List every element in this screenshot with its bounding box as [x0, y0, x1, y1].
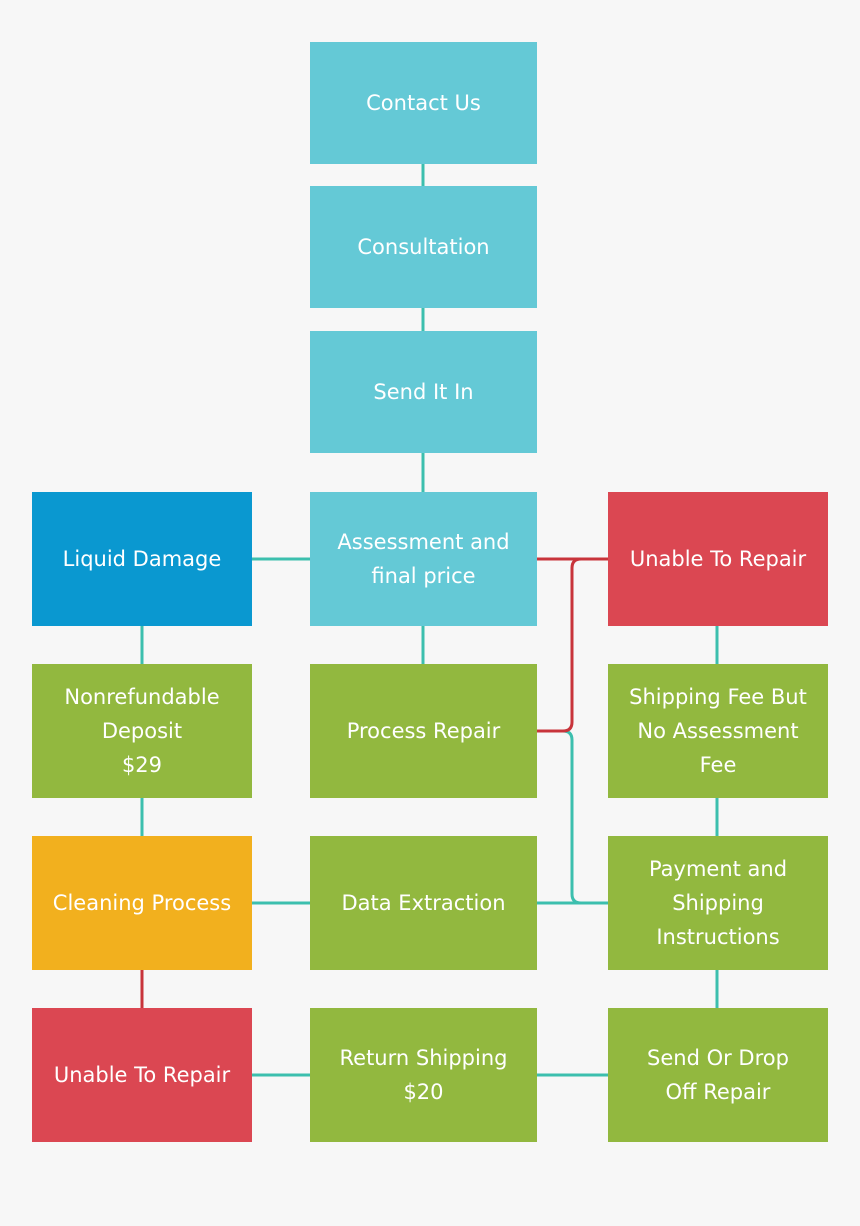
- node-nonrefundable-deposit: Nonrefundable Deposit $29: [32, 664, 252, 798]
- connector-process-payment: [537, 729, 608, 905]
- node-assessment: Assessment and final price: [310, 492, 537, 626]
- node-unable-to-repair-top: Unable To Repair: [608, 492, 828, 626]
- node-send-it-in: Send It In: [310, 331, 537, 453]
- node-send-or-drop-off: Send Or Drop Off Repair: [608, 1008, 828, 1142]
- node-data-extraction: Data Extraction: [310, 836, 537, 970]
- node-shipping-fee: Shipping Fee But No Assessment Fee: [608, 664, 828, 798]
- node-unable-to-repair-bottom: Unable To Repair: [32, 1008, 252, 1142]
- node-process-repair: Process Repair: [310, 664, 537, 798]
- node-consultation: Consultation: [310, 186, 537, 308]
- node-contact-us: Contact Us: [310, 42, 537, 164]
- node-payment-shipping: Payment and Shipping Instructions: [608, 836, 828, 970]
- node-cleaning-process: Cleaning Process: [32, 836, 252, 970]
- connector-process-unable: [537, 557, 608, 733]
- node-return-shipping: Return Shipping $20: [310, 1008, 537, 1142]
- node-liquid-damage: Liquid Damage: [32, 492, 252, 626]
